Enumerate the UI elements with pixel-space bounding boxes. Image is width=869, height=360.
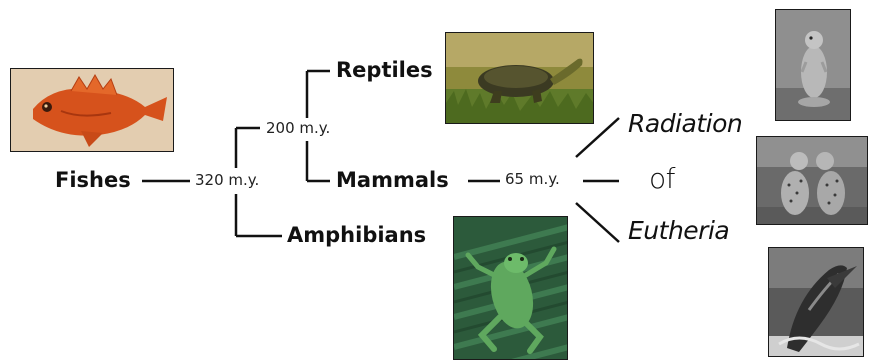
turtle-photo <box>445 32 594 124</box>
node-mammals: Mammals <box>336 170 449 191</box>
eutheria-word: Eutheria <box>628 218 729 243</box>
node-amphibians: Amphibians <box>287 225 426 246</box>
fish-photo <box>10 68 174 152</box>
node-reptiles: Reptiles <box>336 60 433 81</box>
age-65: 65 m.y. <box>503 172 562 187</box>
age-200: 200 m.y. <box>264 121 332 136</box>
radiation-word: Radiation <box>628 111 742 136</box>
age-320: 320 m.y. <box>193 173 261 188</box>
node-fishes: Fishes <box>55 170 131 191</box>
cheetahs-photo <box>756 136 868 225</box>
whale-photo <box>768 247 864 357</box>
squirrel-photo <box>775 9 851 121</box>
radiation-of-word: of <box>649 165 675 193</box>
radiation-down-line <box>576 203 619 242</box>
frog-photo <box>453 216 568 360</box>
